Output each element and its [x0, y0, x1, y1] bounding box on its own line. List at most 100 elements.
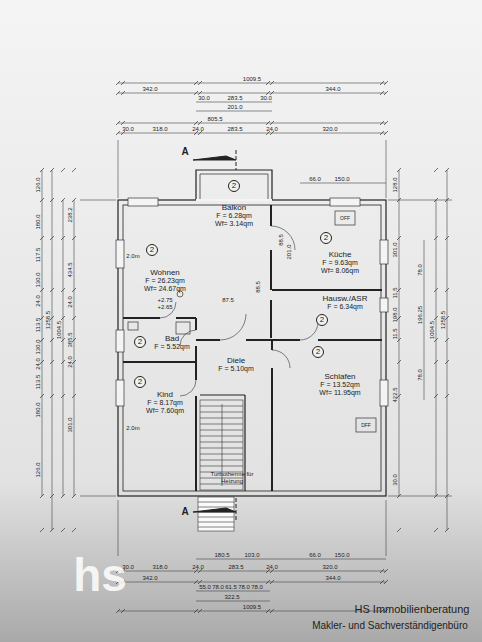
dimension-tick: [72, 198, 76, 202]
dimension-text: 1258.5: [45, 311, 51, 329]
dimension-tick: [72, 528, 76, 532]
dimension-text: 180.0: [35, 214, 41, 229]
dimension-text: 78.0: [417, 369, 423, 381]
stair-step: [200, 448, 243, 449]
dimension-tick: [72, 394, 76, 398]
dimension-text: 113.5: [35, 318, 41, 333]
dimension-tick: [50, 494, 54, 498]
dimension-tick: [72, 288, 76, 292]
dimension-text: 318.0: [152, 564, 167, 570]
dimension-tick: [61, 528, 65, 532]
company-subtitle: Makler- und Sachverständigenbüro: [312, 621, 468, 631]
dimension-text: 30.0: [260, 95, 272, 101]
dimension-tick: [61, 494, 65, 498]
room-label: KücheF = 9.63qmWf= 8.06qm: [321, 250, 359, 275]
dimension-tick: [61, 316, 65, 320]
dimension-tick: [61, 394, 65, 398]
walls: [118, 170, 386, 496]
dimension-text: 130.0: [35, 339, 41, 354]
room-number: 2: [134, 376, 146, 388]
dimension-text: 128.0: [392, 177, 398, 192]
entrance-step: [198, 502, 234, 503]
dimension-tick: [445, 198, 449, 202]
room-number: 2: [312, 346, 324, 358]
dimension-text: 198.0: [392, 307, 398, 322]
dimension-tick: [61, 236, 65, 240]
room-name: Diele: [218, 356, 254, 365]
dimension-text: 126.0: [35, 177, 41, 192]
dimension-tick: [384, 580, 388, 584]
dimension-tick: [434, 494, 438, 498]
dimension-tick: [397, 528, 401, 532]
dimension-tick: [40, 168, 44, 172]
stair-step: [200, 460, 243, 461]
dimension-tick: [397, 360, 401, 364]
dimension-tick: [40, 198, 44, 202]
room-name: Wohnen: [144, 268, 186, 277]
dimension-text: 150.0: [334, 552, 349, 558]
appliance-mark: DFF: [361, 423, 371, 428]
room-number: 2: [316, 314, 328, 326]
room-area: Wf= 11.95qm: [319, 389, 360, 397]
dimension-tick: [61, 360, 65, 364]
level-mark: +2.65: [157, 304, 172, 310]
dimension-text: 78.0: [417, 264, 423, 276]
dimension-tick: [270, 81, 274, 85]
dimension-tick: [50, 236, 54, 240]
dimension-text: 283.5: [227, 126, 242, 132]
dimension-text: 24.0: [266, 564, 278, 570]
dimension-tick: [445, 360, 449, 364]
dimension-text: 113.5: [35, 375, 41, 390]
dimension-text: 322.5: [224, 594, 239, 600]
room-label: BalkonF = 6.28qmWf= 3.14qm: [215, 203, 253, 228]
dimension-text: 24.0: [192, 564, 204, 570]
dimension-tick: [194, 609, 198, 613]
dimension-tick: [198, 81, 202, 85]
room-name: Kind: [146, 390, 184, 399]
dimension-text: 180.0: [35, 402, 41, 417]
dimension-tick: [50, 394, 54, 398]
dimension-text: 1004.5: [429, 321, 435, 339]
dimension-text: 55.0: [199, 584, 211, 590]
dimension-text: 117.5: [35, 248, 41, 263]
watermark: hs: [73, 552, 127, 598]
dimension-tick: [380, 131, 384, 135]
dimension-tick: [116, 609, 120, 613]
room-area: F = 9.63qm: [321, 259, 359, 267]
section-letter: A: [181, 147, 188, 157]
room-label: DieleF = 5.10qm: [218, 356, 254, 373]
dimension-tick: [194, 121, 198, 125]
dimension-text: 24.0: [67, 296, 73, 308]
stair-step: [200, 436, 243, 437]
level-mark: +2.75: [157, 297, 172, 303]
dimension-text: 180.5: [214, 552, 229, 558]
height-note: 2.0m: [126, 253, 139, 259]
dimension-tick: [198, 580, 202, 584]
room-area: Wf= 7.60qm: [146, 407, 184, 415]
dimension-tick: [445, 494, 449, 498]
dimension-text: 422.5: [392, 387, 398, 402]
dimension-text: 1009.5: [243, 604, 261, 610]
dimension-tick: [50, 168, 54, 172]
dimension-tick: [270, 609, 274, 613]
dimension-tick: [270, 580, 274, 584]
room-area: F = 5.10qm: [218, 365, 254, 373]
dimension-text: 342.0: [142, 575, 157, 581]
dimension-text: 11.5: [392, 287, 398, 298]
dimension-tick: [121, 81, 125, 85]
dimension-tick: [380, 91, 384, 95]
dimension-tick: [198, 91, 202, 95]
dimension-tick: [50, 288, 54, 292]
dimension-text: 30.0: [122, 126, 134, 132]
dimension-tick: [445, 394, 449, 398]
dimension-text: 434.5: [67, 262, 73, 277]
dimension-tick: [40, 494, 44, 498]
stair-step: [200, 418, 243, 419]
dimension-tick: [434, 236, 438, 240]
room-label: Hausw./ASRF = 6.34qm: [323, 294, 368, 311]
dimension-tick: [384, 131, 388, 135]
room-label: KindF = 8.17qmWf= 7.60qm: [146, 390, 184, 415]
dimension-lines: [42, 83, 452, 611]
dimension-tick: [434, 316, 438, 320]
dimension-tick: [40, 288, 44, 292]
